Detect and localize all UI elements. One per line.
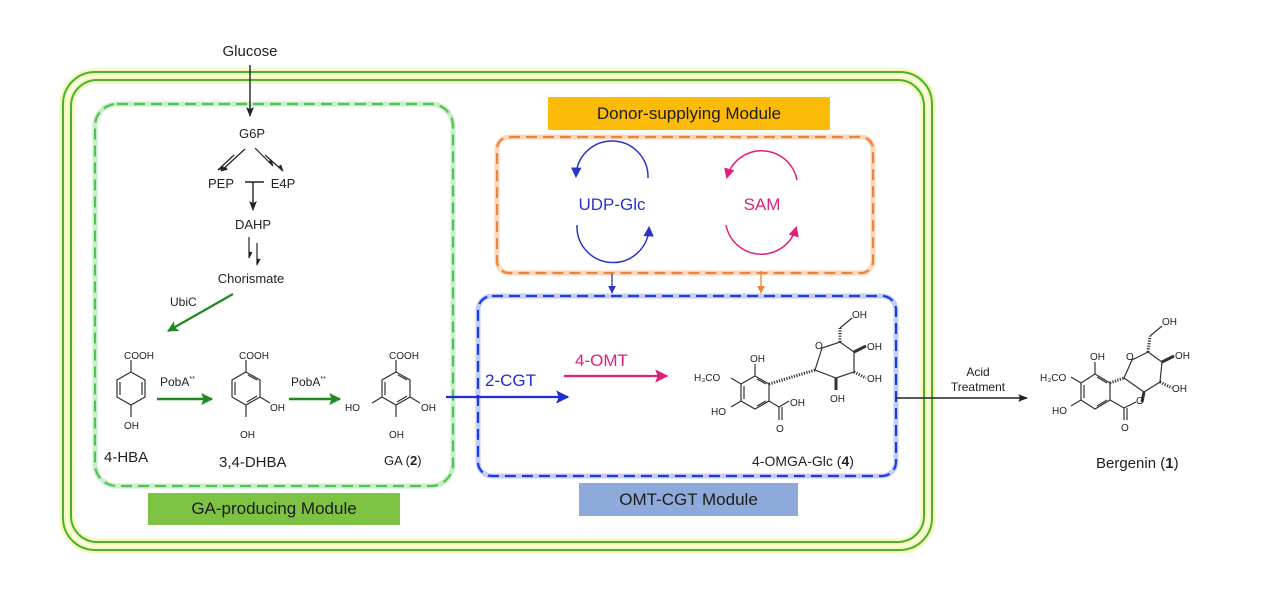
- omga-oh-3-label: OH: [867, 374, 882, 385]
- ga-structure: [371, 360, 421, 417]
- bergenin-oh-4-label: OH: [1175, 351, 1190, 362]
- acid-treatment-line1: Acid: [966, 365, 989, 379]
- udp-glc-label: UDP-Glc: [578, 195, 646, 214]
- acid-treatment-line2: Treatment: [951, 380, 1006, 394]
- poba-label-2: PobA**: [291, 375, 326, 389]
- bergenin-carbonyl-o-label: O: [1121, 423, 1129, 434]
- bergenin-oh-top-label: OH: [1090, 352, 1105, 363]
- omga-ring-o-label: O: [815, 341, 823, 352]
- omga-acid-oh-label: OH: [790, 398, 805, 409]
- dhba-structure: [231, 360, 271, 417]
- bergenin-lactone-o-label: O: [1136, 396, 1144, 407]
- bergenin-ring-o-label: O: [1126, 352, 1134, 363]
- omga-carbonyl-o-label: O: [776, 424, 784, 435]
- g6p-label: G6P: [239, 126, 265, 141]
- g6p-to-e4p-arrow: [254, 147, 274, 167]
- omga-oh-2-label: OH: [830, 394, 845, 405]
- sam-cycle-top-arrow: [724, 150, 798, 181]
- sam-label: SAM: [744, 195, 781, 214]
- udp-glc-cycle-top-arrow: [570, 140, 649, 179]
- omga-ho-label: HO: [711, 407, 726, 418]
- omt-cgt-module-label: OMT-CGT Module: [579, 483, 798, 516]
- ga-oh-bottom-label: OH: [389, 430, 404, 441]
- bergenin-ho-label: HO: [1052, 406, 1067, 417]
- dhba-cooh-label: COOH: [239, 351, 269, 362]
- ga-ho-label: HO: [345, 403, 360, 414]
- sam-cycle-bottom-arrow: [725, 224, 799, 255]
- pep-label: PEP: [208, 176, 234, 191]
- bergenin-oh-3-label: OH: [1172, 384, 1187, 395]
- omt-cgt-module-box: [475, 293, 899, 479]
- bergenin-h3co-label: H₃CO: [1040, 373, 1067, 384]
- donor-supplying-module-label: Donor-supplying Module: [548, 97, 830, 130]
- donor-supplying-module-box: [494, 134, 876, 276]
- g6p-to-pep-arrow: [220, 148, 246, 172]
- omga-glc-structure: [730, 317, 867, 420]
- hba-cooh-label: COOH: [124, 351, 154, 362]
- hba-structure: [116, 360, 146, 417]
- ga-name: GA (2): [384, 453, 422, 468]
- hba-name: 4-HBA: [104, 449, 148, 466]
- e4p-label: E4P: [271, 176, 296, 191]
- dhba-oh-4-label: OH: [240, 430, 255, 441]
- dahp-label: DAHP: [235, 217, 271, 232]
- ga-oh-right-label: OH: [421, 403, 436, 414]
- cgt-label: 2-CGT: [485, 371, 536, 390]
- omga-ch2oh-label: OH: [852, 310, 867, 321]
- ga-producing-module-box: [92, 101, 456, 489]
- ubic-label: UbiC: [170, 295, 197, 309]
- dhba-oh-3-label: OH: [270, 403, 285, 414]
- omga-oh-top-label: OH: [750, 354, 765, 365]
- bergenin-ch2oh-label: OH: [1162, 317, 1177, 328]
- ubic-arrow: [167, 293, 234, 332]
- omga-oh-4-label: OH: [867, 342, 882, 353]
- poba-label-1: PobA**: [160, 375, 195, 389]
- bergenin-name: Bergenin (1): [1096, 455, 1179, 472]
- ga-producing-module-label: GA-producing Module: [148, 493, 400, 525]
- cell-frame: [59, 68, 936, 554]
- omga-glc-name: 4-OMGA-Glc (4): [752, 453, 854, 469]
- hba-oh-label: OH: [124, 421, 139, 432]
- omga-h3co-label: H₃CO: [694, 373, 721, 384]
- omt-label: 4-OMT: [575, 351, 628, 370]
- bergenin-structure: [1070, 325, 1175, 420]
- udp-glc-cycle-bottom-arrow: [576, 224, 654, 264]
- dhba-name: 3,4-DHBA: [219, 454, 287, 471]
- glucose-label: Glucose: [222, 43, 277, 60]
- ga-cooh-label: COOH: [389, 351, 419, 362]
- chorismate-label: Chorismate: [218, 271, 284, 286]
